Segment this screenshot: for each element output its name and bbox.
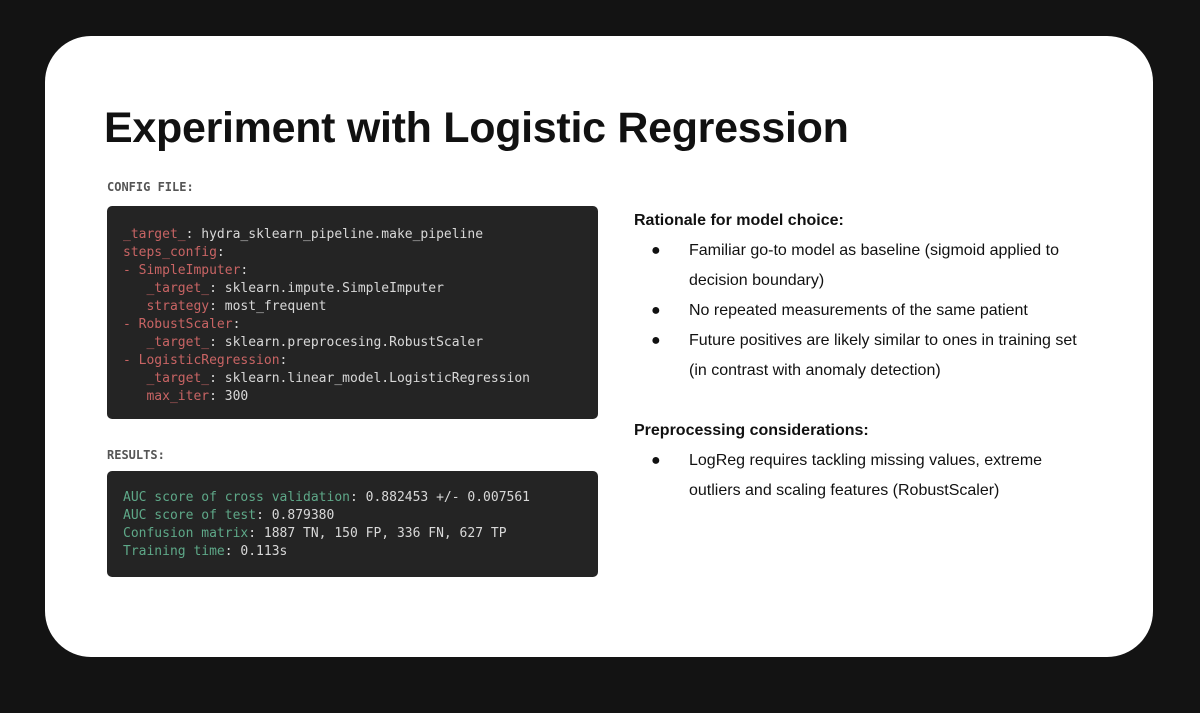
- config-key: RobustScaler: [138, 317, 233, 332]
- results-label: RESULTS:: [107, 448, 165, 462]
- config-separator: :: [279, 353, 288, 368]
- result-key: Confusion matrix: [123, 526, 249, 541]
- bullet-icon: ●: [651, 302, 661, 319]
- config-line: - SimpleImputer:: [123, 262, 582, 280]
- page-title: Experiment with Logistic Regression: [104, 104, 849, 152]
- notes-column: Rationale for model choice: ● Familiar go…: [634, 206, 1094, 506]
- preprocessing-list: ● LogReg requires tackling missing values…: [634, 446, 1094, 506]
- rationale-heading: Rationale for model choice:: [634, 212, 844, 229]
- result-line: Confusion matrix: 1887 TN, 150 FP, 336 F…: [123, 525, 582, 543]
- result-separator: :: [349, 490, 366, 505]
- rationale-list: ● Familiar go-to model as baseline (sigmo…: [634, 236, 1094, 386]
- config-key: _target_: [146, 371, 210, 386]
- config-value: sklearn.impute.SimpleImputer: [224, 281, 444, 296]
- result-key: Training time: [123, 544, 225, 559]
- config-separator: :: [209, 299, 225, 314]
- config-indent: [123, 371, 146, 386]
- config-indent: -: [123, 353, 139, 368]
- result-line: Training time: 0.113s: [123, 543, 582, 561]
- result-separator: :: [248, 526, 264, 541]
- config-separator: :: [209, 371, 225, 386]
- bullet-item: ● Future positives are likely similar to …: [634, 326, 1094, 386]
- config-line: - RobustScaler:: [123, 316, 582, 334]
- config-indent: [123, 299, 146, 314]
- config-value: hydra_sklearn_pipeline.make_pipeline: [201, 227, 484, 242]
- config-key: max_iter: [146, 389, 210, 404]
- config-key: _target_: [146, 281, 210, 296]
- config-key: strategy: [146, 299, 210, 314]
- config-key: LogisticRegression: [138, 353, 280, 368]
- bullet-item: ● LogReg requires tackling missing values…: [634, 446, 1094, 506]
- result-separator: :: [256, 508, 272, 523]
- config-label: CONFIG FILE:: [107, 180, 194, 194]
- config-separator: :: [209, 281, 225, 296]
- bullet-text: No repeated measurements of the same pat…: [689, 302, 1028, 319]
- config-key: SimpleImputer: [138, 263, 241, 278]
- bullet-text: Familiar go-to model as baseline (sigmoi…: [689, 242, 1059, 289]
- result-value: 0.113s: [240, 544, 288, 559]
- result-value: 0.882453 +/- 0.007561: [365, 490, 531, 505]
- config-line: max_iter: 300: [123, 388, 582, 406]
- bullet-text: Future positives are likely similar to o…: [689, 332, 1077, 379]
- bullet-icon: ●: [651, 242, 661, 259]
- config-indent: [123, 281, 146, 296]
- config-separator: :: [232, 317, 241, 332]
- config-line: steps_config:: [123, 244, 582, 262]
- config-separator: :: [209, 389, 225, 404]
- config-separator: :: [216, 245, 225, 260]
- config-value: sklearn.linear_model.LogisticRegression: [224, 371, 531, 386]
- config-line: _target_: sklearn.linear_model.LogisticR…: [123, 370, 582, 388]
- bullet-icon: ●: [651, 452, 661, 469]
- config-value: sklearn.preprocesing.RobustScaler: [224, 335, 484, 350]
- config-line: - LogisticRegression:: [123, 352, 582, 370]
- result-key: AUC score of cross validation: [123, 490, 350, 505]
- config-separator: :: [209, 335, 225, 350]
- preprocessing-heading: Preprocessing considerations:: [634, 422, 869, 439]
- config-key: _target_: [123, 227, 186, 242]
- result-line: AUC score of cross validation: 0.882453 …: [123, 489, 582, 507]
- config-indent: -: [123, 317, 139, 332]
- config-line: _target_: hydra_sklearn_pipeline.make_pi…: [123, 226, 582, 244]
- config-separator: :: [185, 227, 202, 242]
- bullet-item: ● Familiar go-to model as baseline (sigmo…: [634, 236, 1094, 296]
- config-line: _target_: sklearn.preprocesing.RobustSca…: [123, 334, 582, 352]
- config-indent: -: [123, 263, 139, 278]
- bullet-icon: ●: [651, 332, 661, 349]
- bullet-text: LogReg requires tackling missing values,…: [689, 452, 1043, 499]
- results-code-block: AUC score of cross validation: 0.882453 …: [107, 471, 598, 577]
- config-indent: [123, 389, 146, 404]
- bullet-item: ● No repeated measurements of the same pa…: [634, 296, 1094, 326]
- result-line: AUC score of test: 0.879380: [123, 507, 582, 525]
- config-value: most_frequent: [224, 299, 327, 314]
- result-value: 1887 TN, 150 FP, 336 FN, 627 TP: [263, 526, 507, 541]
- result-separator: :: [224, 544, 241, 559]
- config-code-block: _target_: hydra_sklearn_pipeline.make_pi…: [107, 206, 598, 419]
- config-separator: :: [240, 263, 249, 278]
- config-key: _target_: [146, 335, 210, 350]
- config-key: steps_config: [123, 245, 217, 260]
- config-line: _target_: sklearn.impute.SimpleImputer: [123, 280, 582, 298]
- result-value: 0.879380: [271, 508, 335, 523]
- config-value: 300: [224, 389, 249, 404]
- result-key: AUC score of test: [123, 508, 257, 523]
- config-indent: [123, 335, 146, 350]
- config-line: strategy: most_frequent: [123, 298, 582, 316]
